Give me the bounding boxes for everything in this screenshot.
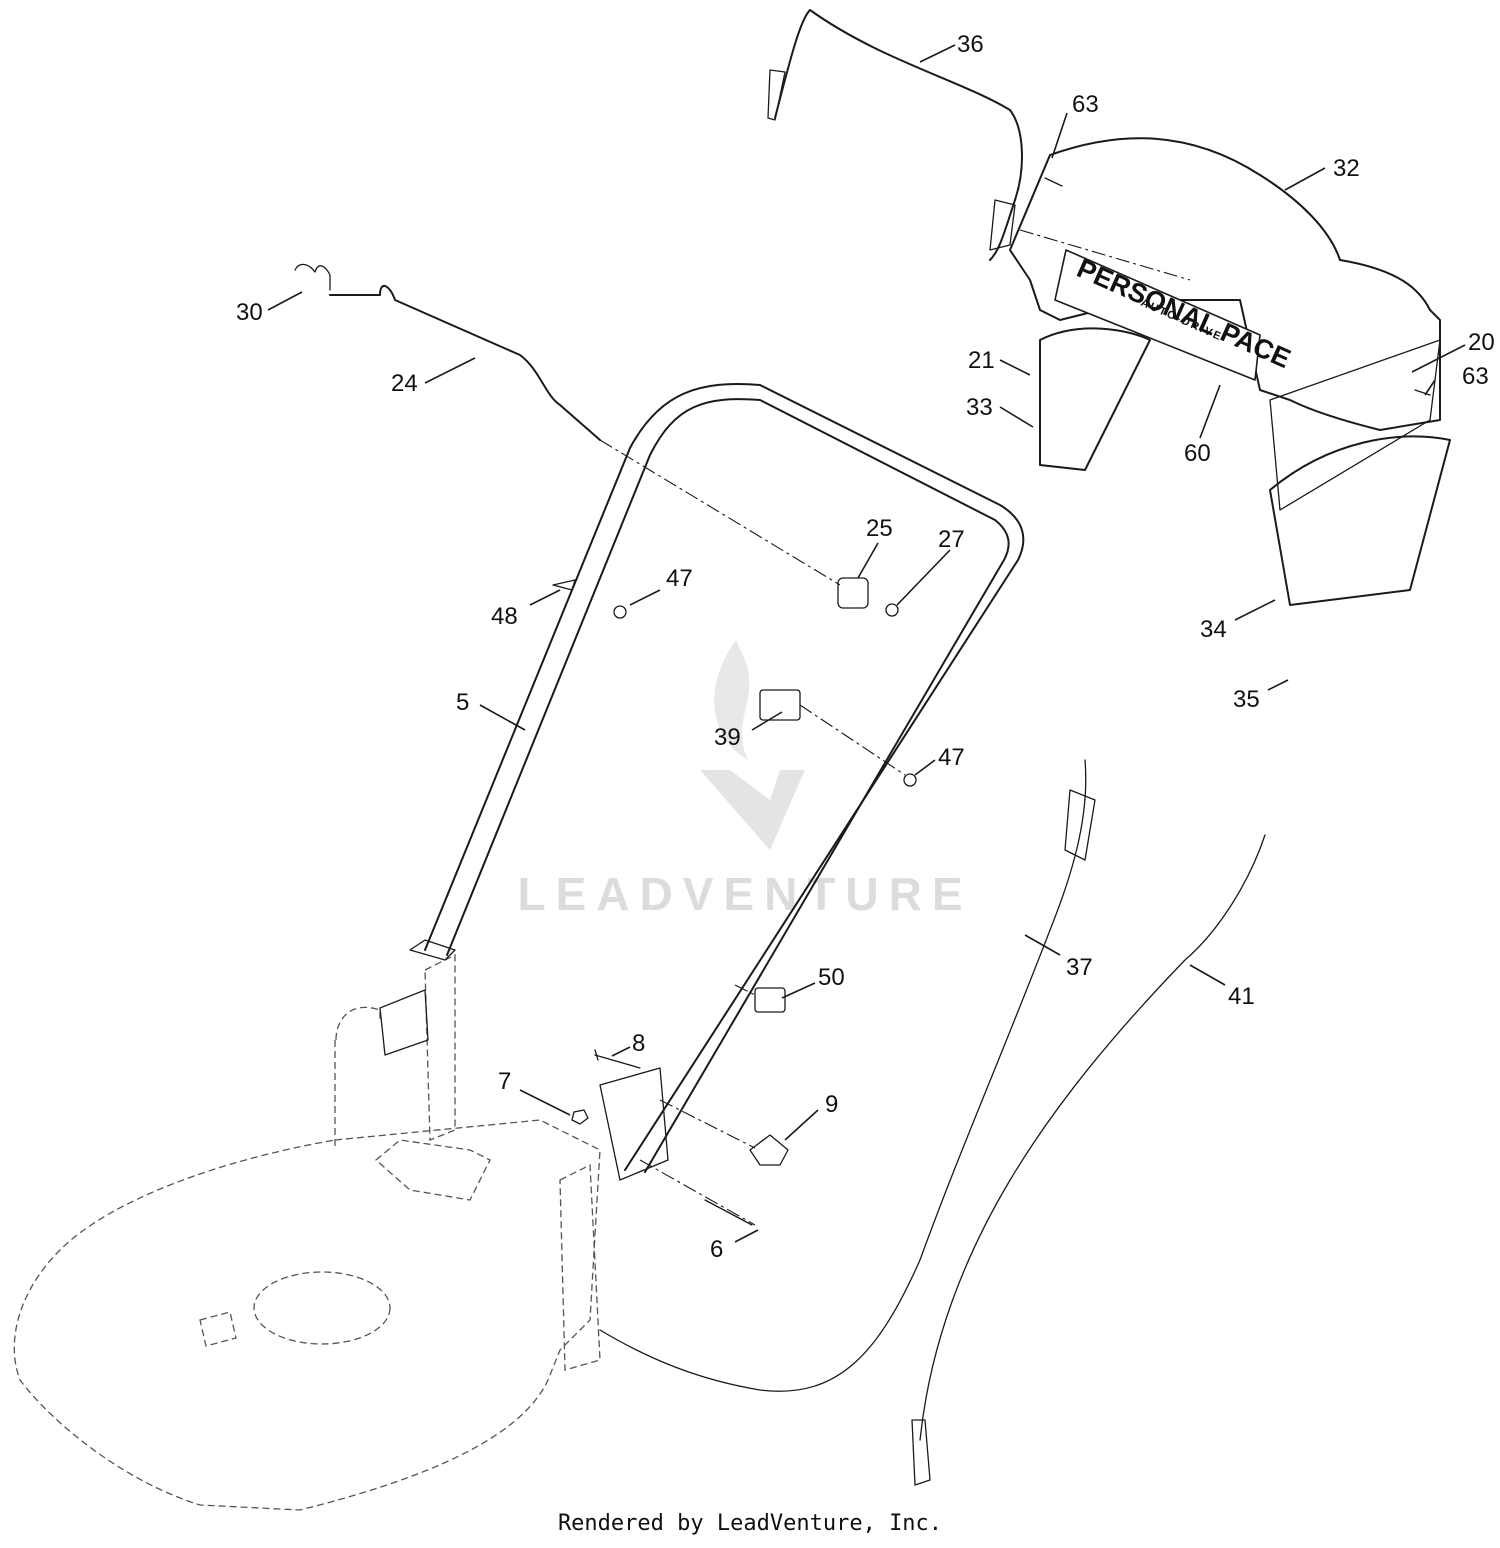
callout-24: 24	[391, 370, 418, 397]
callout-30: 30	[236, 299, 263, 326]
upper-rod	[767, 9, 1023, 261]
callout-7: 7	[498, 1068, 511, 1095]
callout-35: 35	[1233, 686, 1260, 713]
callout-20: 20	[1468, 329, 1495, 356]
callout-32: 32	[1333, 155, 1360, 182]
callout-37: 37	[1066, 954, 1093, 981]
callout-21: 21	[968, 347, 995, 374]
callout-39: 39	[714, 724, 741, 751]
alignment-lines	[599, 229, 1191, 1226]
watermark: LEADVENTURE	[517, 640, 972, 920]
leader-lines	[267, 44, 1466, 1243]
callout-27: 27	[938, 526, 965, 553]
callout-50: 50	[818, 964, 845, 991]
watermark-text: LEADVENTURE	[517, 868, 972, 920]
console-housing: PERSONAL PACE AUTO-DRIVE	[1009, 137, 1441, 431]
callout-63-right: 63	[1462, 363, 1489, 390]
hardware	[552, 177, 1431, 1226]
callout-60: 60	[1184, 440, 1211, 467]
callout-25: 25	[866, 515, 893, 542]
shift-rod	[294, 263, 601, 441]
callout-47-lower: 47	[938, 744, 965, 771]
control-cables	[599, 759, 1266, 1486]
callout-6: 6	[710, 1236, 723, 1263]
mower-deck	[13, 953, 601, 1511]
callout-48: 48	[491, 603, 518, 630]
callout-labels: 36 63 32 30 24 21 33 60 20 63 25 27 48 4…	[236, 31, 1495, 1263]
lower-handle	[379, 382, 1025, 1181]
callout-36: 36	[957, 31, 984, 58]
callout-63-top: 63	[1072, 91, 1099, 118]
callout-34: 34	[1200, 616, 1227, 643]
side-rails	[1039, 327, 1451, 606]
callout-47-upper: 47	[666, 565, 693, 592]
callout-33: 33	[966, 394, 993, 421]
callout-8: 8	[632, 1030, 645, 1057]
callout-5: 5	[456, 689, 469, 716]
callout-9: 9	[825, 1091, 838, 1118]
footer-credit: Rendered by LeadVenture, Inc.	[557, 1511, 943, 1536]
callout-41: 41	[1228, 983, 1255, 1010]
